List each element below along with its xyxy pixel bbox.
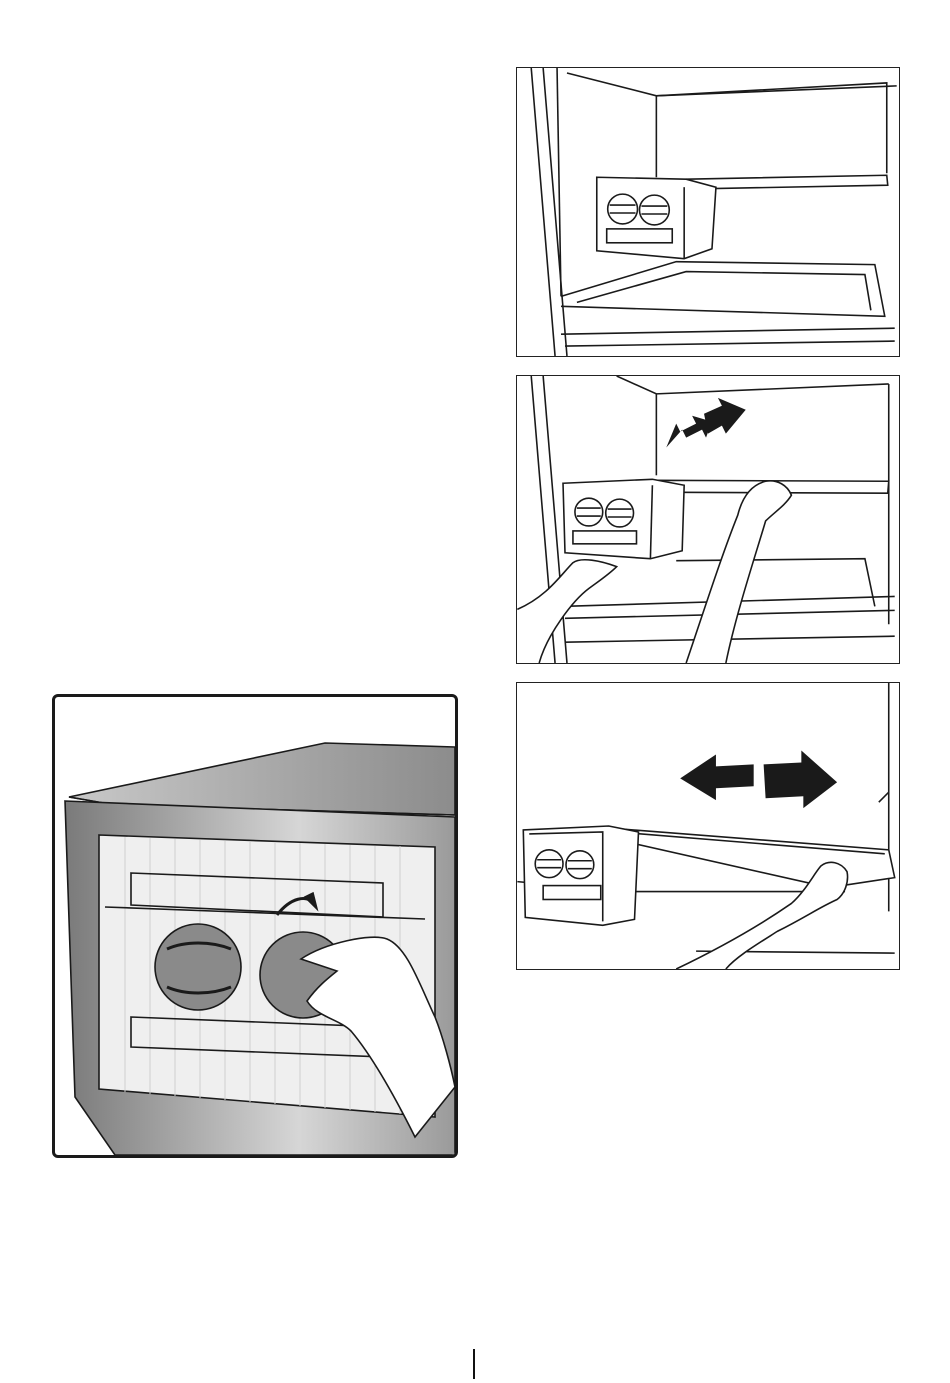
figure-shelf-removal: [516, 682, 900, 970]
figure-shelf-sliding: [516, 375, 900, 664]
hand-pulling-shelf-out-icon: [517, 683, 899, 969]
hand-turning-humidity-knob-icon: [55, 697, 455, 1155]
hands-sliding-shelf-icon: [517, 376, 899, 663]
figure-humidity-control: [52, 694, 458, 1158]
figure-shelf-installed: [516, 67, 900, 357]
page-divider-mark: [473, 1349, 475, 1379]
shelf-with-crisper-installed-icon: [517, 68, 899, 356]
